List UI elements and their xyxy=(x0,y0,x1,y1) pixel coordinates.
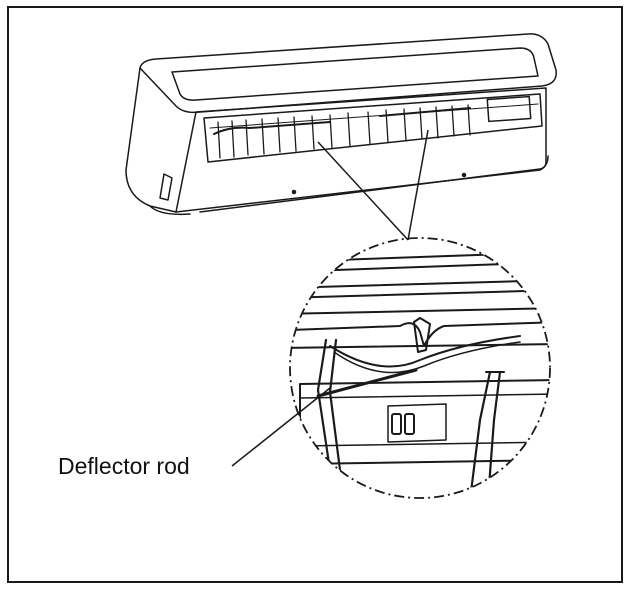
figure-frame xyxy=(7,6,623,583)
magnifier-circle xyxy=(289,237,551,499)
air-outlet xyxy=(203,93,543,163)
unit-top-inner-panel xyxy=(171,47,539,101)
pipe-stub xyxy=(159,173,173,201)
link-bar xyxy=(290,321,550,347)
deflector-blades xyxy=(217,104,471,159)
latch-slot-right xyxy=(404,413,415,435)
zoom-leader-lines xyxy=(317,129,429,241)
display-window xyxy=(486,95,532,123)
unit-bottom-fascia xyxy=(175,155,549,213)
deflector-rod-label: Deflector rod xyxy=(58,453,190,479)
latch-slot-left xyxy=(391,413,402,435)
deflector-rod xyxy=(316,368,418,398)
outlet-inner-edge xyxy=(209,103,539,129)
deflector-link-right xyxy=(379,107,471,117)
indoor-unit xyxy=(125,33,557,216)
unit-top-face xyxy=(139,33,557,114)
deflector-link-left xyxy=(213,121,331,135)
vertical-blade-right xyxy=(468,370,502,498)
unit-lower-edge xyxy=(149,205,191,216)
deflector-link-curve xyxy=(329,335,521,368)
callout-leader-line xyxy=(231,387,331,467)
hinge-tab xyxy=(413,317,431,353)
